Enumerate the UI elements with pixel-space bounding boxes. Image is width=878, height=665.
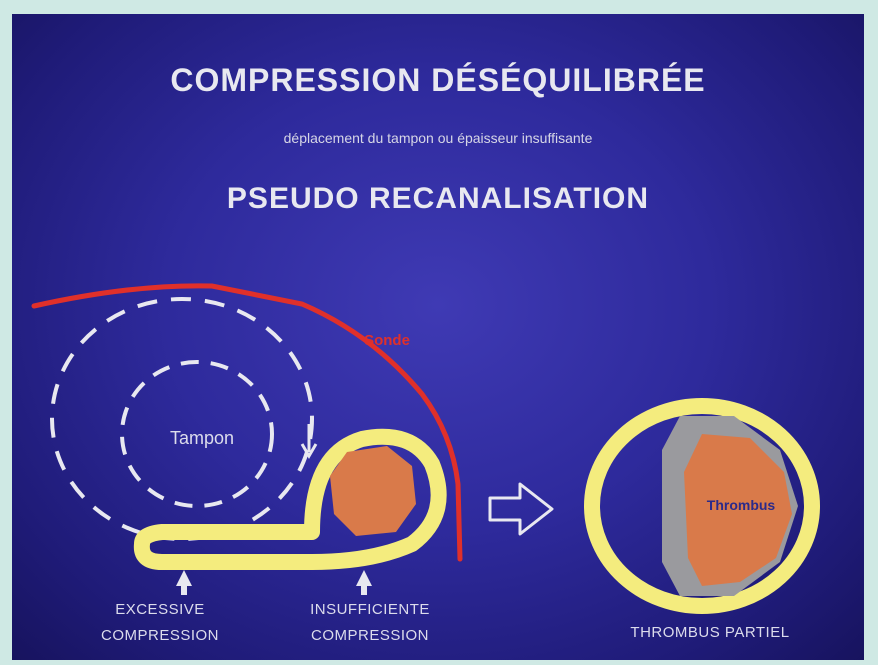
slide-heading-pseudo-recanalisation: PSEUDO RECANALISATION	[226, 182, 650, 215]
thrombus-label: Thrombus	[706, 497, 776, 513]
partial-thrombus-label: THROMBUS PARTIEL	[630, 624, 790, 641]
vessel-ring	[584, 398, 820, 614]
insufficient-line2: COMPRESSION	[310, 627, 429, 644]
excessive-line1: EXCESSIVE	[115, 601, 205, 618]
compressed-vessel-wall	[133, 428, 447, 570]
compression-diagram	[31, 283, 820, 614]
transition-arrow-icon	[488, 482, 554, 536]
up-arrow-icon-excessive	[176, 570, 192, 595]
slide-title: COMPRESSION DÉSÉQUILIBRÉE	[170, 62, 706, 98]
tampon-dashed-circle	[120, 360, 274, 508]
up-arrow-icon-insufficient	[356, 570, 372, 595]
excessive-line2: COMPRESSION	[100, 627, 219, 644]
slide-subtitle: déplacement du tampon ou épaisseur insuf…	[283, 130, 593, 146]
probe-line	[31, 283, 463, 562]
thrombus-octagon-left	[330, 446, 416, 536]
tampon-outer-dashed-outline	[50, 297, 314, 541]
sonde-label: Sonde	[364, 332, 410, 349]
insufficient-compression-label: INSUFFICIENTE COMPRESSION	[270, 597, 470, 649]
excessive-compression-label: EXCESSIVE COMPRESSION	[70, 597, 250, 649]
slide: COMPRESSION DÉSÉQUILIBRÉE déplacement du…	[12, 14, 864, 660]
tampon-label: Tampon	[169, 428, 235, 448]
displacement-arrow-icon	[300, 424, 318, 459]
thrombus-octagon-right	[684, 434, 792, 586]
insufficient-line1: INSUFFICIENTE	[310, 601, 430, 618]
